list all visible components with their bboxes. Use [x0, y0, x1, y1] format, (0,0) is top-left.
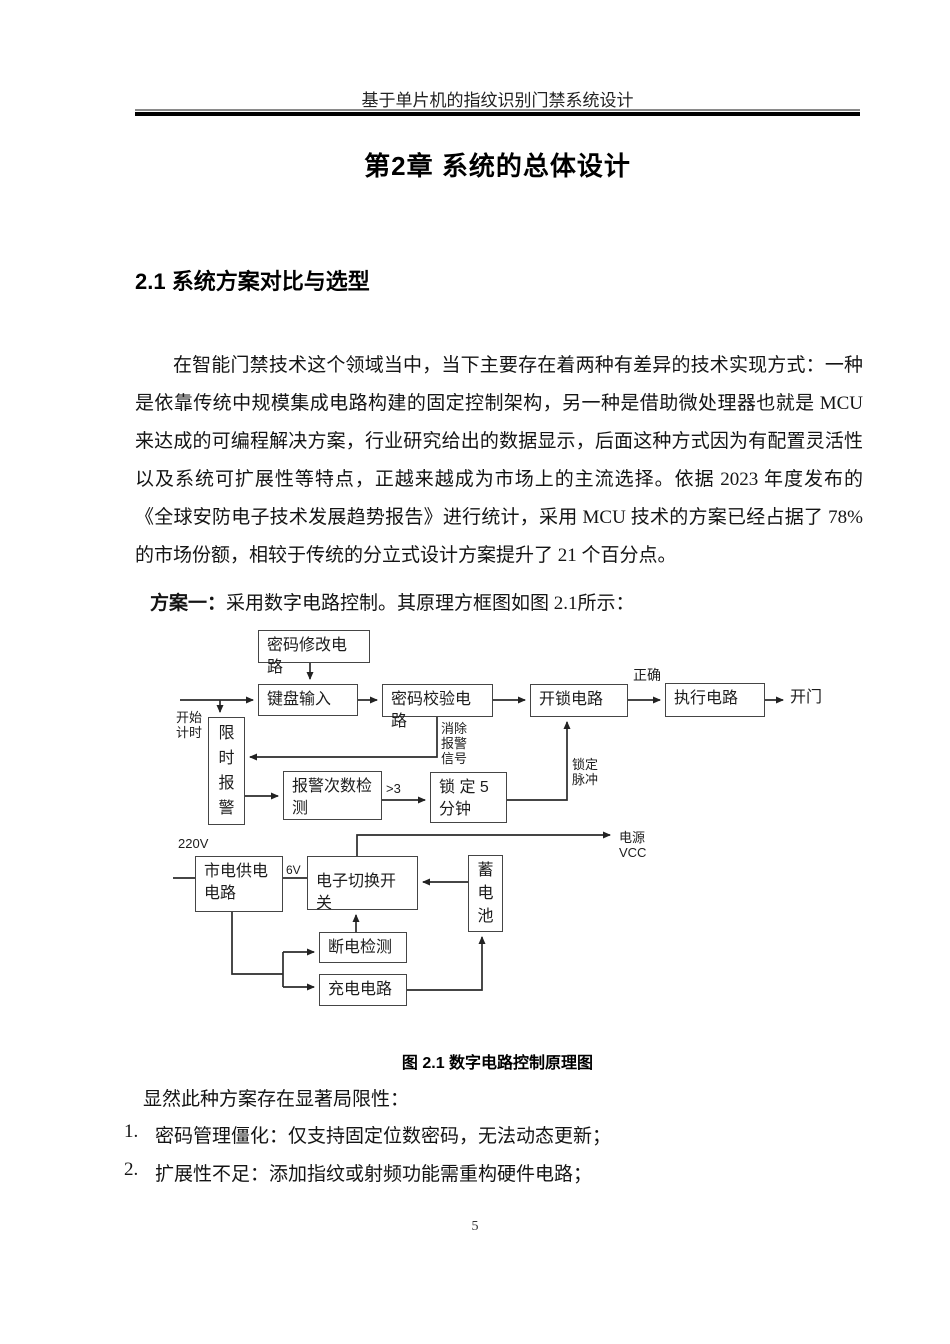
node-password-verify: 密码校验电路 [382, 684, 493, 730]
label-220v: 220V [178, 836, 209, 851]
header-rule-thin [135, 109, 860, 111]
label-clear-alarm-signal: 消除 报警 信号 [441, 721, 468, 766]
list-item-text: 扩展性不足：添加指纹或射频功能需重构硬件电路； [155, 1164, 593, 1185]
label-gt3: >3 [386, 781, 401, 796]
list-item-number: 1. [124, 1121, 139, 1142]
list-item: 1. 密码管理僵化：仅支持固定位数密码，无法动态更新； [124, 1121, 844, 1148]
node-unlock-circuit: 开锁电路 [530, 684, 628, 717]
node-power-fail-detect: 断电检测 [319, 932, 407, 963]
node-electronic-switch: 电子切换开关 [307, 856, 418, 912]
node-execute-circuit: 执行电路 [665, 683, 765, 717]
label-power-vcc: 电源 VCC [619, 830, 647, 860]
scheme-line: 方案一：采用数字电路控制。其原理方框图如图 2.1所示： [150, 588, 635, 615]
list-item-text: 密码管理僵化：仅支持固定位数密码，无法动态更新； [155, 1126, 612, 1147]
figure-2-1-diagram: 密码修改电路 键盘输入 密码校验电路 开锁电路 执行电路 限时报警 报警次数检测… [170, 620, 840, 1020]
diagram-connectors [173, 663, 784, 991]
page-number: 5 [471, 1219, 479, 1234]
label-start-timing: 开始 计时 [176, 710, 203, 740]
label-correct: 正确 [633, 667, 661, 683]
limitations-intro: 显然此种方案存在显著局限性： [143, 1089, 410, 1110]
running-header: 基于单片机的指纹识别门禁系统设计 [361, 91, 634, 110]
body-paragraph: 在智能门禁技术这个领域当中，当下主要存在着两种有差异的技术实现方式：一种是依靠传… [135, 355, 863, 566]
node-password-modify: 密码修改电路 [258, 630, 370, 676]
node-timed-alarm: 限时报警 [208, 717, 245, 825]
node-alarm-count-detect: 报警次数检测 [283, 771, 382, 820]
label-lock-pulse: 锁定 脉冲 [572, 757, 599, 787]
label-6v: 6V [286, 863, 301, 877]
node-charging-circuit: 充电电路 [319, 974, 407, 1006]
list-item: 2. 扩展性不足：添加指纹或射频功能需重构硬件电路； [124, 1159, 844, 1186]
header-rule-thick [135, 112, 860, 116]
node-mains-supply: 市电供电电路 [195, 856, 283, 912]
node-keyboard-input: 键盘输入 [258, 684, 358, 716]
node-lock-5min: 锁 定 5 分钟 [430, 772, 507, 823]
scheme-text: 采用数字电路控制。其原理方框图如图 2.1所示： [226, 593, 635, 614]
figure-caption: 图 2.1 数字电路控制原理图 [401, 1055, 594, 1072]
list-item-number: 2. [124, 1159, 139, 1180]
scheme-label: 方案一： [150, 593, 227, 614]
section-heading: 2.1 系统方案对比与选型 [135, 269, 370, 294]
node-battery: 蓄电池 [468, 855, 503, 932]
chapter-title: 第2章 系统的总体设计 [364, 151, 631, 181]
label-open-door: 开门 [790, 689, 823, 706]
